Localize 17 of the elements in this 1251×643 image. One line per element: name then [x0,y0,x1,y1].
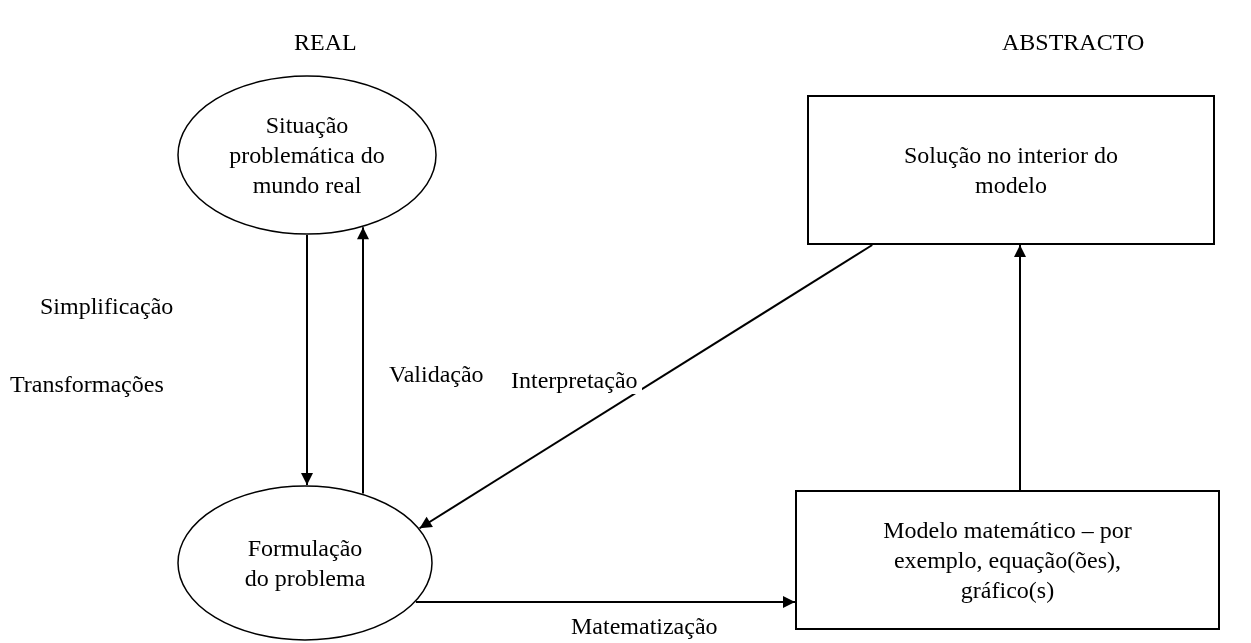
node-text: Formulação do problema [243,534,367,593]
text-label: ABSTRACTO [1002,30,1145,54]
arrow [414,596,796,608]
arrow [418,244,874,530]
text-label: Simplificação [40,294,174,318]
text-label: REAL [294,30,357,54]
ellipse-node [177,75,437,235]
arrow [301,234,313,486]
arrow [1014,244,1026,491]
node-text: Situação problemática do mundo real [228,111,386,200]
arrow [357,226,369,495]
node-text: Solução no interior do modelo [903,141,1119,200]
ellipse-node [177,485,433,641]
text-label: Transformações [10,372,164,396]
process-box [795,490,1220,630]
node-text: Modelo matemático – por exemplo, equação(ões), gráfico(s) [882,516,1133,605]
process-box [807,95,1215,245]
